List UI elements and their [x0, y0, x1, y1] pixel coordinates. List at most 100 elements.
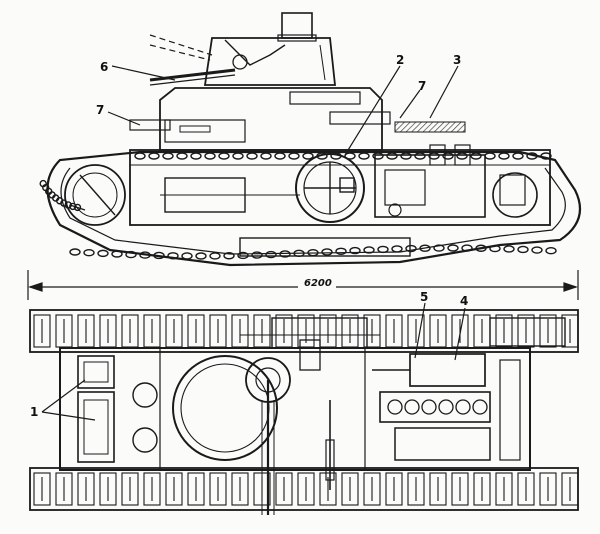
track-link: [358, 152, 370, 160]
track-links: [39, 152, 557, 260]
track-link: [484, 152, 496, 160]
plan-track-link: [561, 314, 579, 348]
callout-7-front: 7: [96, 103, 104, 117]
track-link: [73, 203, 82, 212]
hull-plan: [59, 347, 531, 471]
track-link: [125, 250, 137, 259]
track-link: [83, 248, 95, 257]
plan-track-link: [275, 472, 293, 506]
plan-track-link: [341, 472, 359, 506]
track-link: [540, 152, 552, 160]
side-view: [46, 12, 582, 267]
track-link: [316, 152, 328, 160]
track-link: [148, 152, 160, 160]
plan-track-link: [33, 314, 51, 348]
plan-track-link: [495, 472, 513, 506]
plan-track-link: [429, 472, 447, 506]
track-link: [260, 152, 272, 160]
front-hatch-2: [77, 391, 115, 463]
track-link: [456, 152, 468, 160]
track-link: [391, 245, 403, 253]
callout-4: 4: [460, 294, 468, 308]
track-link: [167, 252, 179, 260]
track-inner: [60, 167, 566, 255]
track-link: [218, 152, 230, 160]
track-link: [246, 152, 258, 160]
engine-deck-hatching: [394, 121, 466, 133]
plan-track-link: [319, 472, 337, 506]
callout-7-rear: 7: [418, 79, 426, 93]
commander-cupola: [281, 12, 313, 39]
plan-track-link: [341, 314, 359, 348]
plan-track-link: [55, 314, 73, 348]
track-link: [400, 152, 412, 160]
main-gun: [149, 68, 236, 82]
plan-track-link: [275, 314, 293, 348]
turret: [203, 37, 337, 86]
track-link: [498, 152, 510, 160]
plan-track-links: [33, 314, 579, 506]
idler-wheel: [64, 164, 126, 226]
plan-track-link: [517, 314, 535, 348]
track-link: [190, 152, 202, 160]
track-link: [377, 245, 389, 254]
track-link: [419, 244, 431, 252]
plan-track-link: [253, 472, 271, 506]
track-link: [363, 246, 375, 254]
plan-track-link: [121, 472, 139, 506]
track-link: [442, 152, 454, 160]
track-link: [405, 244, 417, 253]
plan-track-link: [99, 314, 117, 348]
callout-6: 6: [100, 60, 108, 74]
plan-track-link: [55, 472, 73, 506]
track-link: [461, 244, 473, 252]
track-link: [475, 244, 487, 252]
plan-track-link: [187, 314, 205, 348]
track-link: [489, 244, 501, 253]
track-link: [517, 245, 529, 254]
track-link: [414, 152, 426, 160]
plan-track-link: [539, 314, 557, 348]
plan-track-link: [297, 314, 315, 348]
track-link: [195, 252, 207, 260]
track-link: [274, 152, 286, 160]
plan-track-link: [363, 314, 381, 348]
drive-wheel: [295, 153, 365, 223]
plan-track-link: [495, 314, 513, 348]
track-link: [162, 152, 174, 160]
plan-track-link: [297, 472, 315, 506]
plan-track-link: [143, 314, 161, 348]
track-link: [69, 202, 77, 211]
engine-plan: [379, 391, 491, 423]
track-link: [181, 252, 193, 260]
callout-3: 3: [453, 53, 461, 67]
plan-track-link: [561, 472, 579, 506]
track-link: [232, 152, 244, 160]
plan-track-link: [187, 472, 205, 506]
track-link: [279, 250, 291, 258]
plan-track-link: [77, 472, 95, 506]
plan-track-link: [451, 472, 469, 506]
track-link: [237, 251, 249, 260]
plan-track-link: [539, 472, 557, 506]
plan-track-link: [253, 314, 271, 348]
track-link: [265, 250, 277, 259]
plan-track-link: [209, 314, 227, 348]
plan-track-link: [319, 314, 337, 348]
track-link: [209, 252, 221, 260]
track-link: [251, 251, 263, 259]
plan-track-link: [451, 314, 469, 348]
plan-track-link: [231, 472, 249, 506]
track-link: [386, 152, 398, 160]
superstructure: [159, 87, 383, 151]
track-link: [176, 152, 188, 160]
track-link: [97, 249, 109, 258]
plan-track-link: [209, 472, 227, 506]
plan-view: [29, 309, 579, 515]
track-link: [64, 201, 72, 209]
plan-track-link: [165, 472, 183, 506]
track-link: [69, 248, 81, 256]
track-link: [330, 152, 342, 160]
